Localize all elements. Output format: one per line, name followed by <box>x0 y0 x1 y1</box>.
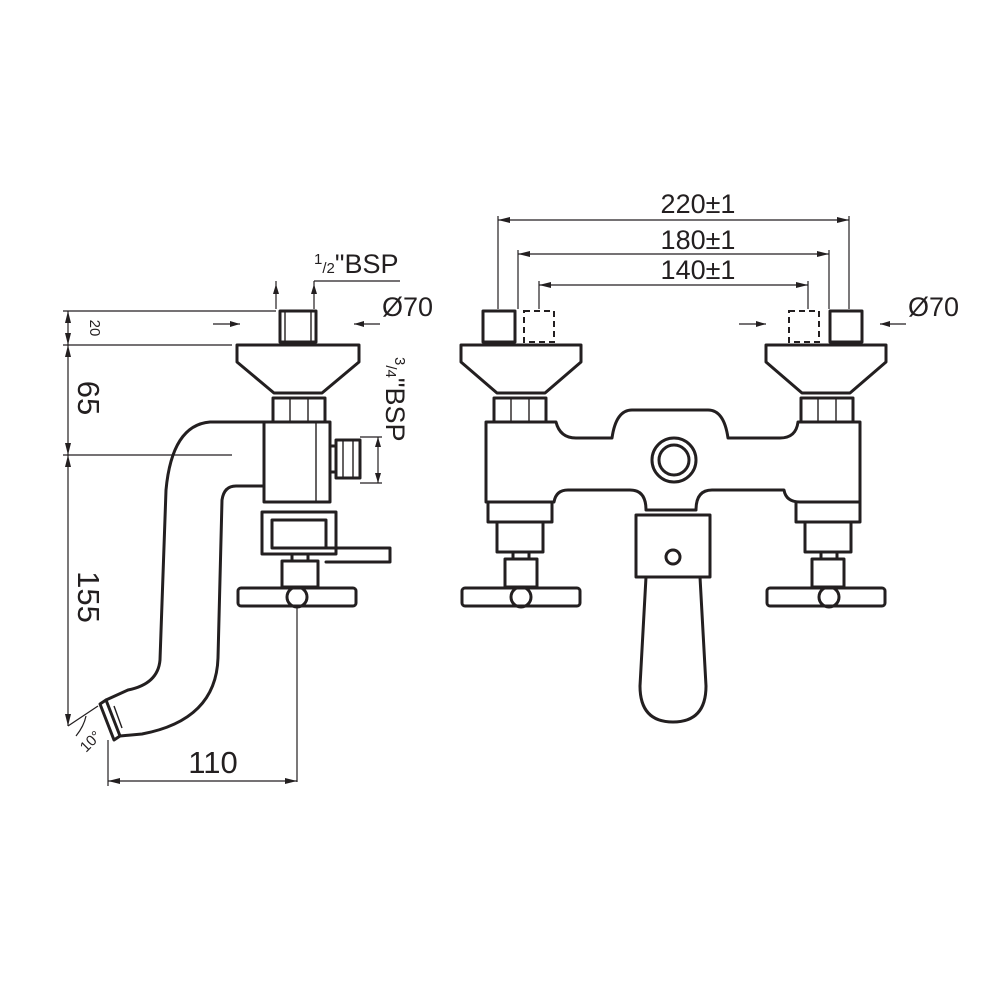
dim-upper-label: 65 <box>71 381 106 415</box>
dim-top-label: 20 <box>86 320 103 337</box>
inlet-thread-slash: / <box>322 260 327 277</box>
hex-nut <box>271 396 327 424</box>
outlet-thread-unit: "BSP <box>380 378 410 442</box>
dim-inner-label: 140±1 <box>661 255 736 285</box>
right-wall-flange <box>764 343 888 395</box>
inlet-thread-numerator: 1 <box>314 251 322 268</box>
left-inlet-offset <box>523 310 555 343</box>
outlet-thread-denominator: 4 <box>382 370 399 378</box>
angle-label: 10° <box>77 728 105 756</box>
outlet-thread-numerator: 3 <box>391 357 408 365</box>
mixer-body <box>484 408 862 512</box>
front-view: 220±1 180±1 140±1 Ø70 <box>459 189 959 724</box>
front-spout <box>634 513 712 724</box>
spout <box>104 420 266 738</box>
dim-width-label: 110 <box>188 745 237 780</box>
outlet-thread-slash: / <box>382 365 399 370</box>
side-view: 1/2"BSP Ø70 20 65 155 110 10° 3/4"BSP <box>63 249 433 786</box>
aerator <box>98 698 123 742</box>
valve-body <box>262 420 362 504</box>
left-handle-assembly <box>460 500 582 609</box>
inlet-thread-denominator: 2 <box>327 260 335 277</box>
left-hex-nut <box>492 396 548 424</box>
inlet-thread-unit: "BSP <box>335 249 399 279</box>
cross-handle <box>236 585 358 782</box>
side-flange-diameter: Ø70 <box>382 292 433 322</box>
front-flange-diameter: Ø70 <box>908 292 959 322</box>
dim-lower-label: 155 <box>71 571 106 623</box>
dim-middle-label: 180±1 <box>661 225 736 255</box>
inlet-thread-label: 1/2"BSP <box>314 249 398 279</box>
diverter-assembly <box>260 510 392 589</box>
dim-outer-label: 220±1 <box>661 189 736 219</box>
right-inlet-offset <box>788 310 820 343</box>
inlet-stub <box>278 309 318 344</box>
right-handle-assembly <box>765 500 887 609</box>
side-dimensions <box>63 280 400 786</box>
left-inlet-stub <box>481 309 517 344</box>
front-dimensions <box>497 216 906 327</box>
wall-flange <box>235 343 361 395</box>
left-wall-flange <box>459 343 583 395</box>
diverter-knob <box>650 436 698 484</box>
outlet-thread-label: 3/4"BSP <box>380 357 410 441</box>
right-hex-nut <box>799 396 855 424</box>
right-inlet-stub <box>828 309 864 344</box>
